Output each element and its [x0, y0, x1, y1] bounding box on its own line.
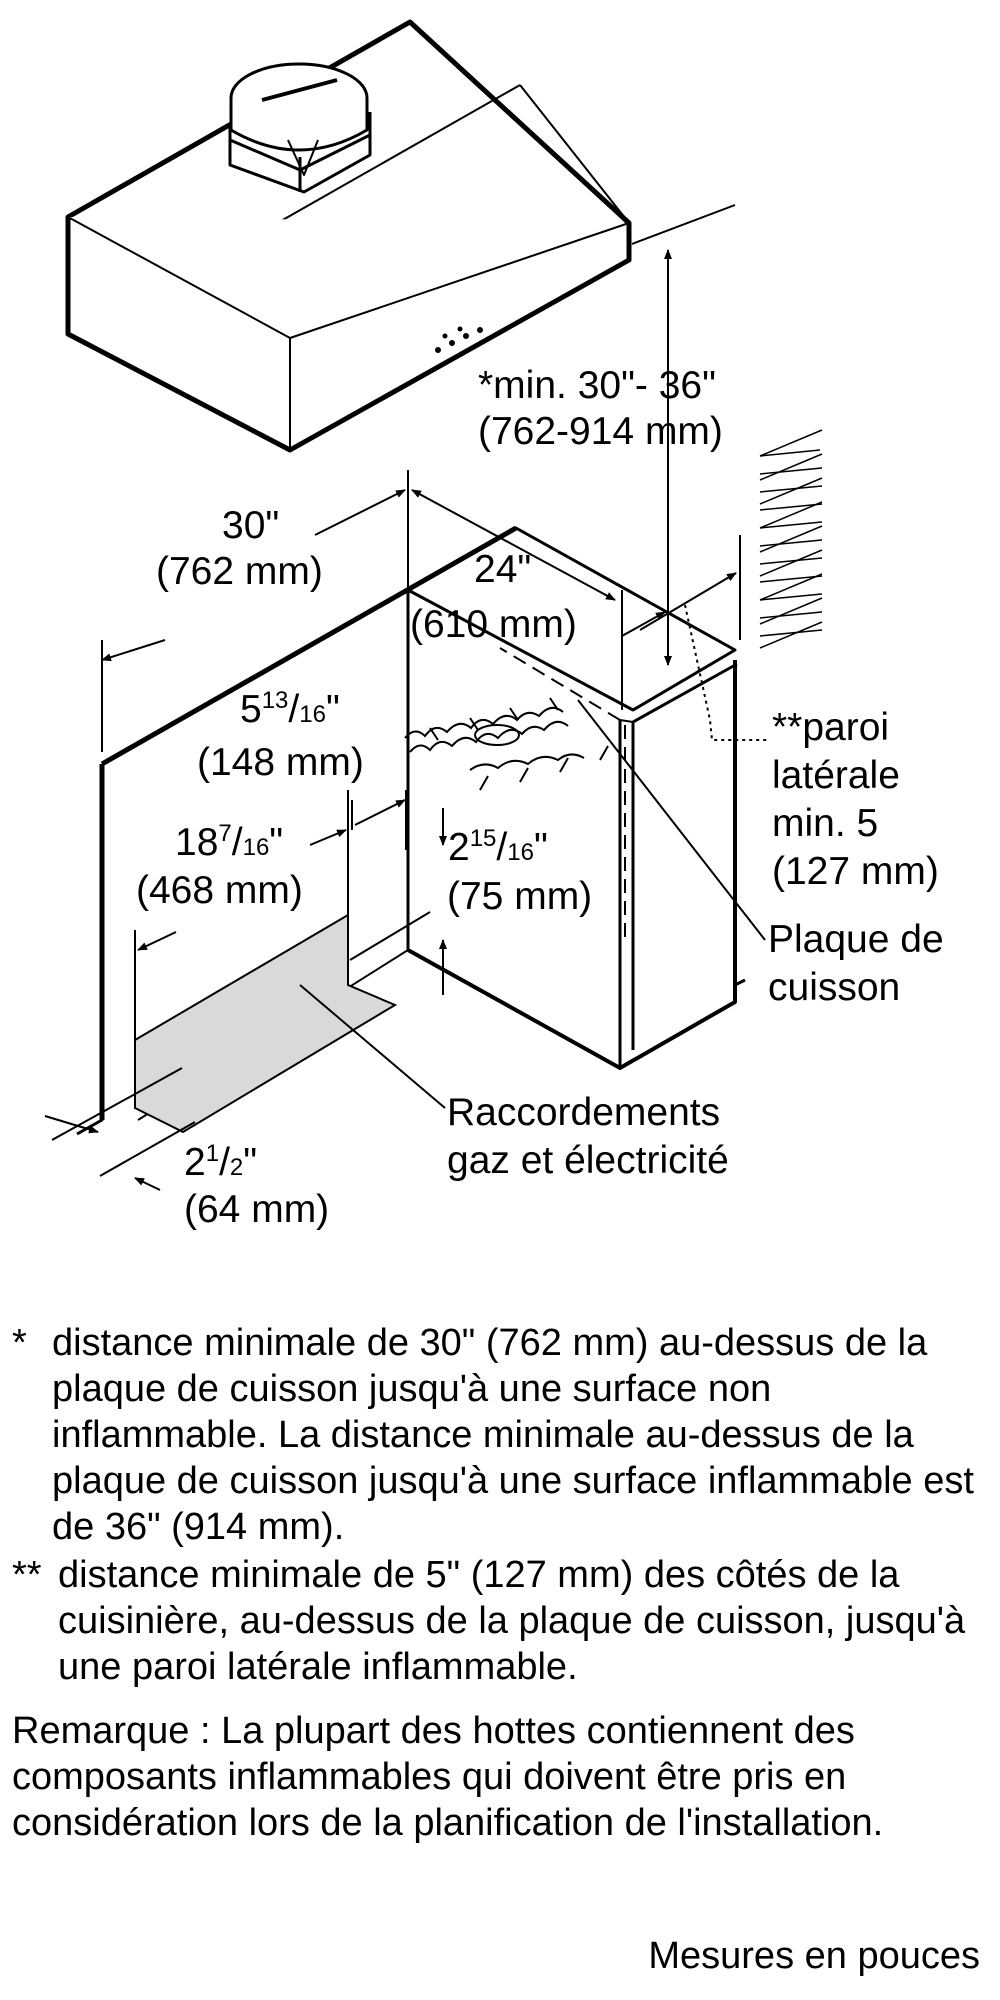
notes-section: * distance minimale de 30" (762 mm) au-d… [12, 1320, 992, 1846]
cooktop-line1: Plaque de [768, 918, 944, 961]
height-label: *min. 30"- 36" (762-914 mm) [478, 364, 723, 453]
note-text: distance minimale de 30" (762 mm) au-des… [52, 1322, 974, 1548]
range-hood [65, 19, 632, 453]
range-appliance [406, 526, 746, 1070]
width-30-label: 30" (762 mm) [156, 504, 323, 593]
cooktop-grates [404, 697, 609, 791]
depth-24-label: 24" (610 mm) [410, 548, 577, 646]
note-min-30: * distance minimale de 30" (762 mm) au-d… [12, 1320, 992, 1550]
note-min-5: ** distance minimale de 5" (127 mm) des … [12, 1552, 992, 1690]
side-wall-line4: (127 mm) [772, 850, 939, 893]
cooktop-line2: cuisson [768, 966, 900, 1009]
connections-line2: gaz et électricité [447, 1139, 729, 1182]
dim-2-1-2-label: 21/2" (64 mm) [184, 1140, 329, 1231]
side-wall-line2: latérale [772, 754, 900, 797]
dim-5-13-16-label: 513/16" (148 mm) [197, 687, 364, 784]
note-marker: ** [12, 1554, 42, 1596]
height-line1: *min. 30"- 36" [478, 364, 716, 407]
installation-diagram: *min. 30"- 36" (762-914 mm) 30" (762 mm)… [44, 19, 944, 1231]
dim-18-7-16-label: 187/16" (468 mm) [136, 820, 303, 912]
side-wall-hatching [759, 429, 823, 649]
units-footer: Mesures en pouces [648, 1935, 980, 1977]
side-wall-line3: min. 5 [772, 802, 878, 845]
side-wall-line1: **paroi [772, 706, 889, 749]
depth24-line2: (610 mm) [410, 603, 577, 646]
height-line2: (762-914 mm) [478, 410, 723, 453]
dim2half-line2: (64 mm) [184, 1188, 329, 1231]
duct-collar [228, 62, 372, 194]
cooktop-label: Plaque de cuisson [768, 918, 944, 1009]
side-wall-label: **paroi latérale min. 5 (127 mm) [772, 706, 939, 893]
dim2half-fraction: 21/2" [184, 1140, 257, 1184]
note-marker: * [12, 1322, 27, 1364]
dim18-fraction: 187/16" [175, 820, 283, 864]
note-text: distance minimale de 5" (127 mm) des côt… [58, 1554, 966, 1688]
connections-line1: Raccordements [447, 1091, 720, 1134]
width30-line1: 30" [222, 504, 279, 547]
connections-area [134, 913, 398, 1134]
dim18-line2: (468 mm) [136, 869, 303, 912]
control-buttons [435, 326, 483, 353]
dim-2-15-16-label: 215/16" (75 mm) [447, 825, 592, 918]
depth24-line1: 24" [474, 548, 531, 591]
dim2-fraction: 215/16" [448, 825, 548, 869]
remark-text: Remarque : La plupart des hottes contien… [12, 1710, 884, 1844]
connections-label: Raccordements gaz et électricité [447, 1091, 729, 1182]
dim2-line2: (75 mm) [447, 875, 592, 918]
dimension-lines [44, 204, 770, 1191]
dim5-fraction: 513/16" [240, 687, 340, 731]
width30-line2: (762 mm) [156, 550, 323, 593]
dim5-line2: (148 mm) [197, 741, 364, 784]
